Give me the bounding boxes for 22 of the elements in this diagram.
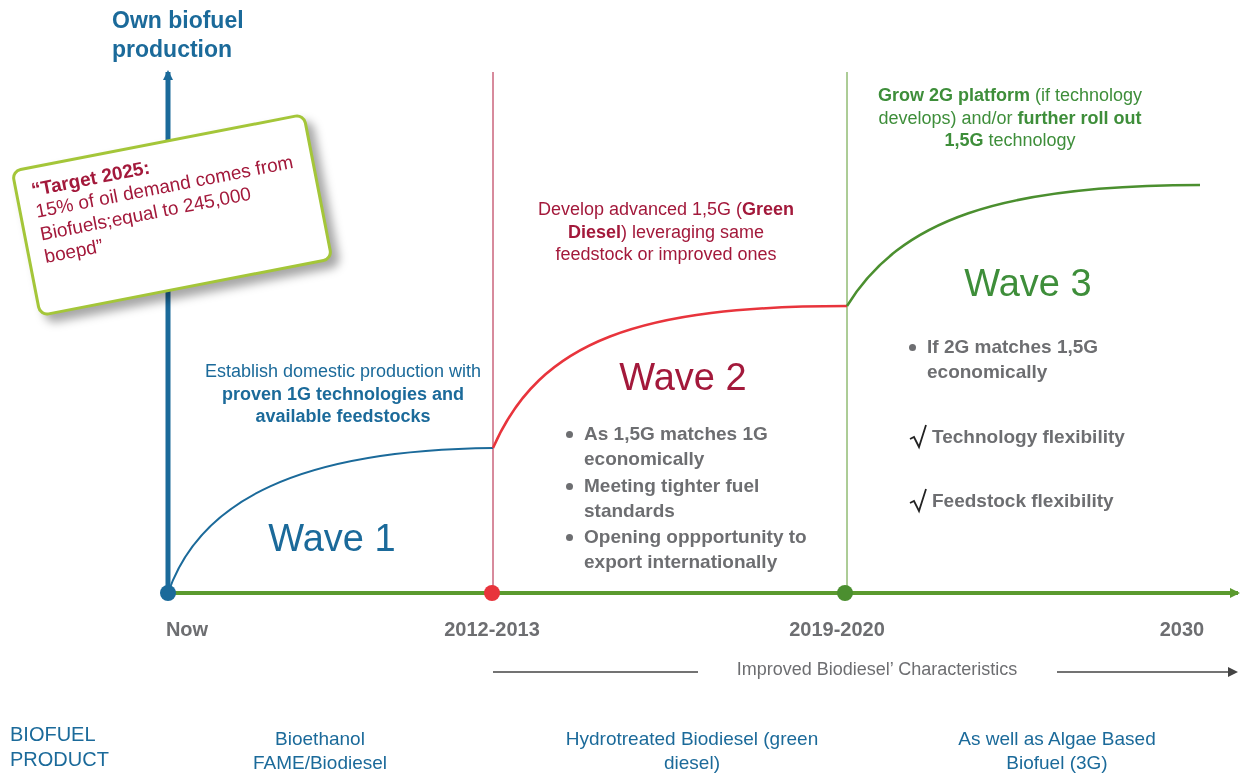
wave-title: Wave 2 <box>618 358 748 396</box>
timeline-label: 2019-2020 <box>788 617 886 642</box>
arrow-label: Improved Biodiesel’ Characteristics <box>735 658 1019 681</box>
product-label: As well as Algae Based Biofuel (3G) <box>957 727 1157 775</box>
timeline-label: 2030 <box>1158 617 1206 642</box>
check-item: Feedstock flexibility <box>932 489 1115 513</box>
timeline-label: Now <box>164 617 210 642</box>
wave-description: Establish domestic production with proven 1G technologies and available feedstocks <box>203 360 483 428</box>
bullet-point: If 2G matches 1,5G economically <box>927 335 1100 384</box>
wave-description: Develop advanced 1,5G (Green Diesel) leveraging same feedstock or improved ones <box>536 198 796 266</box>
bullet-point: As 1,5G matches 1G economically <box>584 422 769 471</box>
wave-description: Grow 2G platform (if technology develops) and/or further roll out 1,5G technology <box>876 84 1144 152</box>
bullet-point: Meeting tighter fuel standards <box>584 474 761 523</box>
timeline-label: 2012-2013 <box>443 617 541 642</box>
wave-title: Wave 1 <box>267 519 397 557</box>
row-heading: BIOFUEL PRODUCT <box>10 722 110 772</box>
bullet-point: Opening oppportunity to export internationally <box>584 525 808 574</box>
product-label: Hydrotreated Biodiesel (green diesel) <box>564 727 820 775</box>
check-item: Technology flexibility <box>932 425 1126 449</box>
wave-title: Wave 3 <box>963 264 1093 302</box>
product-label: Bioethanol FAME/Biodiesel <box>251 727 389 775</box>
axis-title: Own biofuel production <box>112 6 245 64</box>
